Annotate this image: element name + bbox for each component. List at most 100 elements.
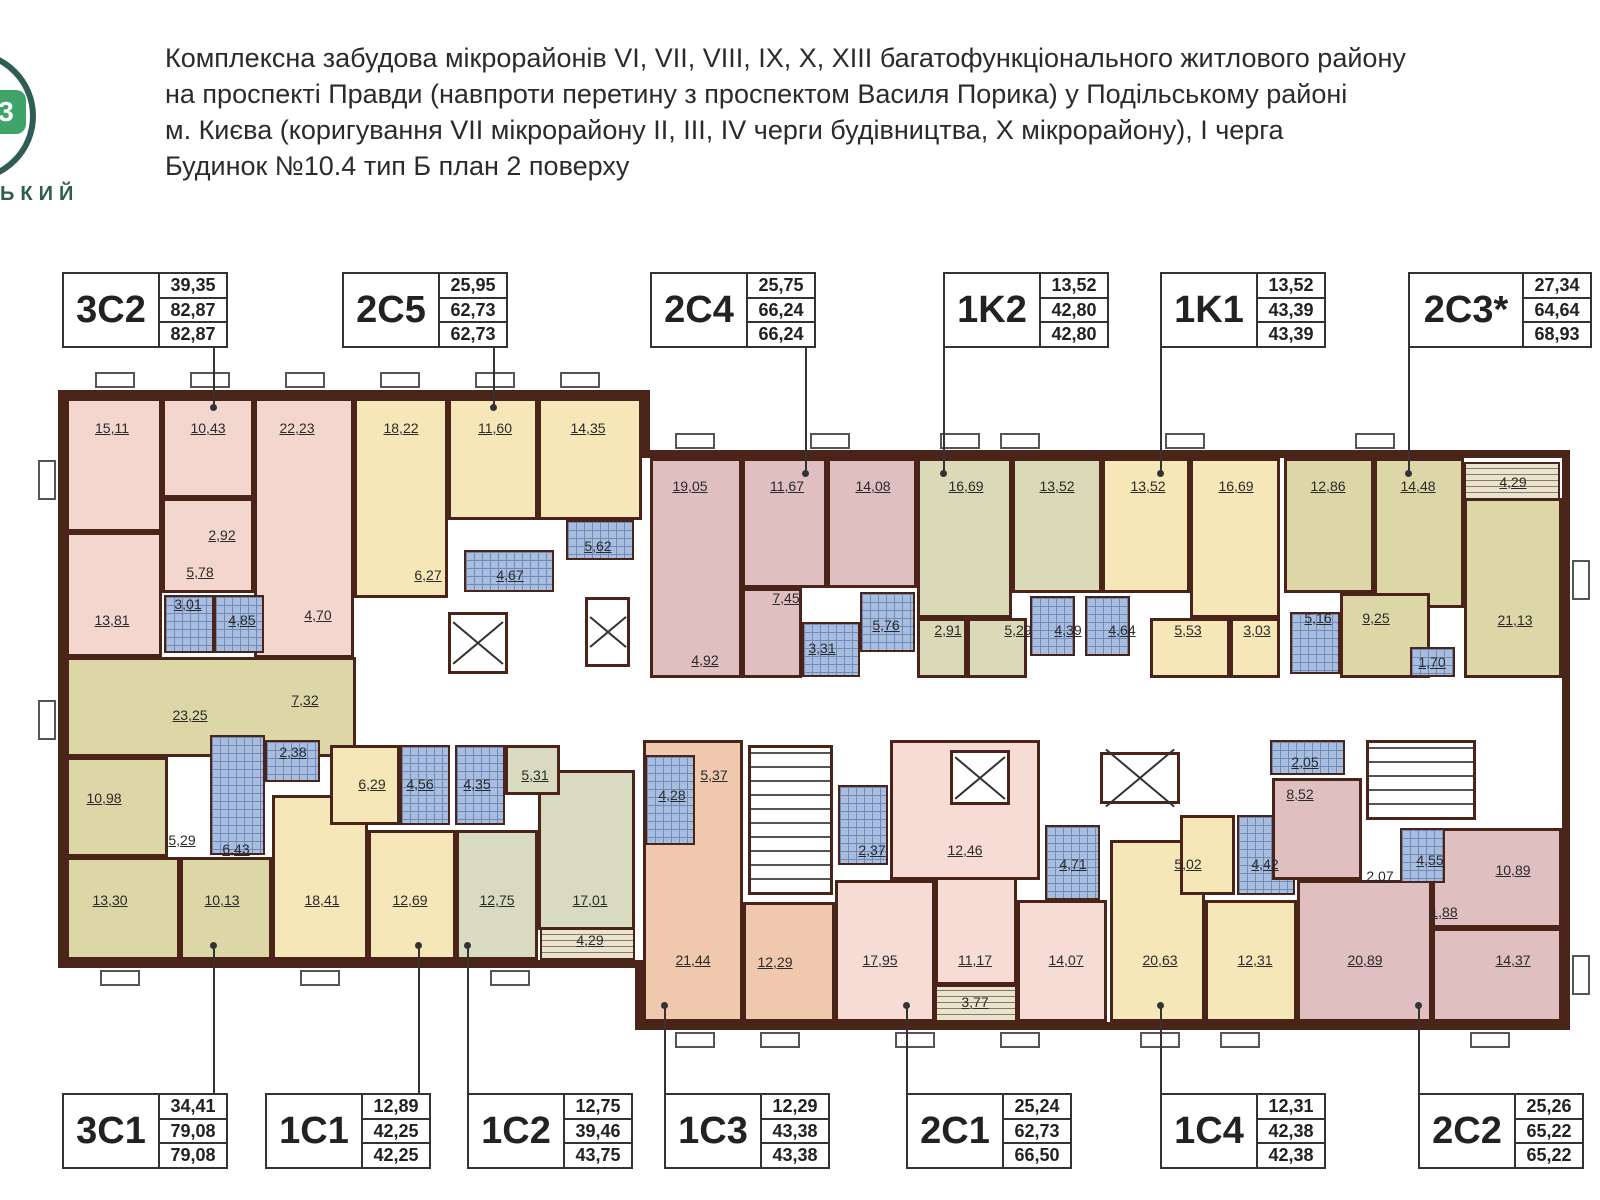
living-area: 27,34 xyxy=(1534,275,1580,295)
room xyxy=(448,398,538,520)
room-area: 5,29 xyxy=(168,832,196,848)
reduced-area: 43,38 xyxy=(762,1142,828,1167)
apartment-code: 2C1 xyxy=(920,1109,990,1152)
room-area: 4,55 xyxy=(1416,852,1444,868)
staircase xyxy=(748,745,833,895)
room-area: 4,92 xyxy=(691,652,719,668)
apartment-code: 2C2 xyxy=(1432,1109,1502,1152)
room xyxy=(330,745,400,825)
window xyxy=(190,372,230,388)
apartment-tag-1c1[interactable]: 1C1 12,89 42,25 42,25 xyxy=(265,1093,431,1169)
room-area: 4,29 xyxy=(1499,474,1527,490)
apartment-code: 3C2 xyxy=(76,288,146,331)
total-area: 64,64 xyxy=(1524,296,1590,322)
room-area: 14,35 xyxy=(570,420,606,436)
room-area: 14,08 xyxy=(855,478,891,494)
bathroom xyxy=(464,550,554,592)
total-area: 43,38 xyxy=(762,1117,828,1143)
room-area: 3,77 xyxy=(961,994,989,1010)
room xyxy=(180,857,272,960)
room xyxy=(66,757,168,857)
room-area: 10,13 xyxy=(204,892,240,908)
apartment-tag-1k2[interactable]: 1K2 13,52 42,80 42,80 xyxy=(943,272,1109,348)
room-area: 4,85 xyxy=(228,612,256,628)
room-area: 4,35 xyxy=(463,776,491,792)
leader-line xyxy=(213,348,215,410)
room-area: 4,39 xyxy=(1054,622,1082,638)
window xyxy=(760,1032,800,1048)
total-area: 65,22 xyxy=(1516,1117,1582,1143)
apartment-tag-1c3[interactable]: 1C3 12,29 43,38 43,38 xyxy=(664,1093,830,1169)
bathroom xyxy=(1237,815,1295,895)
apartment-code: 1C2 xyxy=(481,1109,551,1152)
room-area: 2,05 xyxy=(1291,754,1319,770)
leader-dot xyxy=(1157,470,1164,477)
bathroom xyxy=(400,745,450,825)
apartment-tag-2c2[interactable]: 2C2 25,26 65,22 65,22 xyxy=(1418,1093,1584,1169)
room-area: 16,69 xyxy=(948,478,984,494)
apartment-tag-2c4[interactable]: 2C4 25,75 66,24 66,24 xyxy=(650,272,816,348)
room-area: 13,52 xyxy=(1039,478,1075,494)
room-area: 11,17 xyxy=(958,952,992,968)
room-area: 5,31 xyxy=(521,767,549,783)
room xyxy=(1205,900,1297,1022)
apartment-tag-2c1[interactable]: 2C1 25,24 62,73 66,50 xyxy=(906,1093,1072,1169)
apartment-areas: 39,35 82,87 82,87 xyxy=(158,274,226,346)
leader-line xyxy=(418,945,420,1093)
apartment-tag-1k1[interactable]: 1K1 13,52 43,39 43,39 xyxy=(1160,272,1326,348)
apartment-tag-1c2[interactable]: 1C2 12,75 39,46 43,75 xyxy=(467,1093,633,1169)
room xyxy=(1284,458,1374,593)
room xyxy=(538,770,635,930)
room-area: 5,53 xyxy=(1174,622,1202,638)
room xyxy=(1272,778,1362,880)
room xyxy=(1150,618,1230,678)
room xyxy=(505,745,560,795)
living-area: 12,29 xyxy=(772,1096,818,1116)
leader-line xyxy=(906,1005,908,1093)
apartment-tag-1c4[interactable]: 1C4 12,31 42,38 42,38 xyxy=(1160,1093,1326,1169)
apartment-areas: 25,95 62,73 62,73 xyxy=(438,274,506,346)
apartment-tag-2c5[interactable]: 2C5 25,95 62,73 62,73 xyxy=(342,272,508,348)
room-area: 4,42 xyxy=(1251,856,1279,872)
bathroom xyxy=(1045,825,1100,900)
apartment-tag-3c1[interactable]: 3C1 34,41 79,08 79,08 xyxy=(62,1093,228,1169)
window xyxy=(1220,1032,1260,1048)
room-area: 3,01 xyxy=(174,596,202,612)
leader-dot xyxy=(415,942,422,949)
room-area: 2,37 xyxy=(858,842,886,858)
outer-wall xyxy=(635,960,643,1030)
room xyxy=(827,458,917,588)
apartment-code: 1C1 xyxy=(279,1109,349,1152)
room-area: 4,64 xyxy=(1108,622,1136,638)
apartment-tag-3c2[interactable]: 3C2 39,35 82,87 82,87 xyxy=(62,272,228,348)
room-area: 13,30 xyxy=(92,892,128,908)
apartment-code: 2C4 xyxy=(664,288,734,331)
room-area: 5,37 xyxy=(700,767,728,783)
room-area: 15,11 xyxy=(95,420,129,436)
window xyxy=(490,970,530,986)
elevator xyxy=(448,612,508,674)
room xyxy=(1230,618,1280,678)
room-area: 16,69 xyxy=(1218,478,1254,494)
room-area: 5,02 xyxy=(1174,856,1202,872)
apartment-code: 1K1 xyxy=(1174,288,1244,331)
apartment-areas: 12,29 43,38 43,38 xyxy=(760,1095,828,1167)
elevator xyxy=(950,750,1010,805)
apartment-tag-2c3[interactable]: 2C3* 27,34 64,64 68,93 xyxy=(1408,272,1592,348)
room xyxy=(1180,815,1235,895)
leader-line xyxy=(943,348,945,476)
apartment-areas: 12,75 39,46 43,75 xyxy=(563,1095,631,1167)
living-area: 39,35 xyxy=(170,275,216,295)
apartment-code: 1C3 xyxy=(678,1109,748,1152)
bathroom xyxy=(1030,596,1075,656)
room-area: 4,71 xyxy=(1059,856,1087,872)
room-area: 20,63 xyxy=(1142,952,1178,968)
apartment-areas: 13,52 42,80 42,80 xyxy=(1039,274,1107,346)
room-area: 6,43 xyxy=(222,841,250,857)
living-area: 25,95 xyxy=(450,275,496,295)
window xyxy=(38,700,56,740)
room-area: 2,91 xyxy=(934,622,962,638)
reduced-area: 42,25 xyxy=(363,1142,429,1167)
room-area: 14,48 xyxy=(1400,478,1436,494)
reduced-area: 82,87 xyxy=(160,321,226,346)
